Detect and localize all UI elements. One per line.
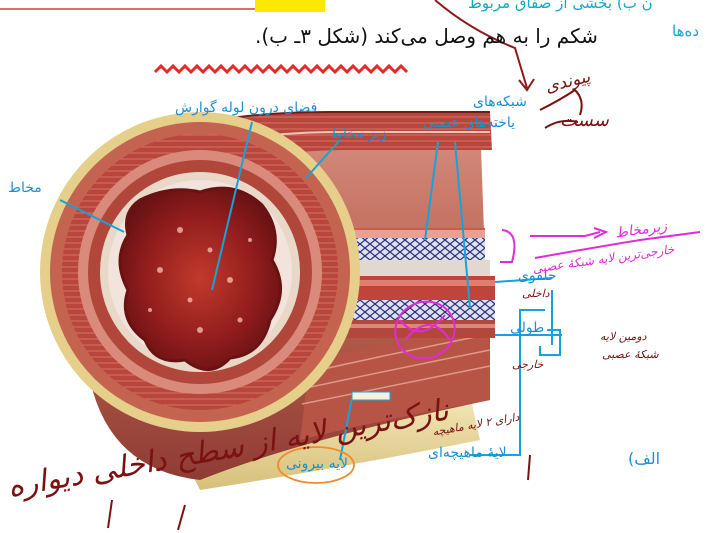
label-longitudinal: طولی (510, 320, 544, 336)
hw-outer-note: خارجی (512, 358, 543, 371)
label-outer-layer: لایه بیرونی (286, 456, 348, 472)
hw-connective-2: سست (560, 110, 609, 131)
label-nerve-networks-1: شبکه‌های (473, 94, 527, 110)
label-submucosa: زیر مخاط (330, 126, 387, 142)
top-main-line: شکم را به هم وصل می‌کند (شکل ۳ـ ب). (255, 24, 598, 48)
label-muscle-layer: لایهٔ ماهیچه‌ای (428, 445, 507, 461)
hw-inner-note: داخلی (522, 287, 550, 300)
figure-letter: الف) (628, 449, 660, 468)
top-teal-line-1: ن ب) بخشی از صفاق مربوط (468, 0, 653, 12)
zigzag-underline (155, 66, 407, 72)
hw-nerve-note: شبکهٔ عصبی (602, 348, 659, 361)
highlight-mark (255, 0, 325, 12)
label-nerve-networks-2: یاخته‌های عصبی (423, 115, 515, 131)
top-teal-line-2: ده‌ها (672, 22, 699, 40)
label-lumen: فضای درون لوله گوارش (175, 100, 317, 116)
label-mucosa: مخاط (8, 180, 42, 196)
hw-second-layer-note: دومین لایه (600, 330, 647, 343)
